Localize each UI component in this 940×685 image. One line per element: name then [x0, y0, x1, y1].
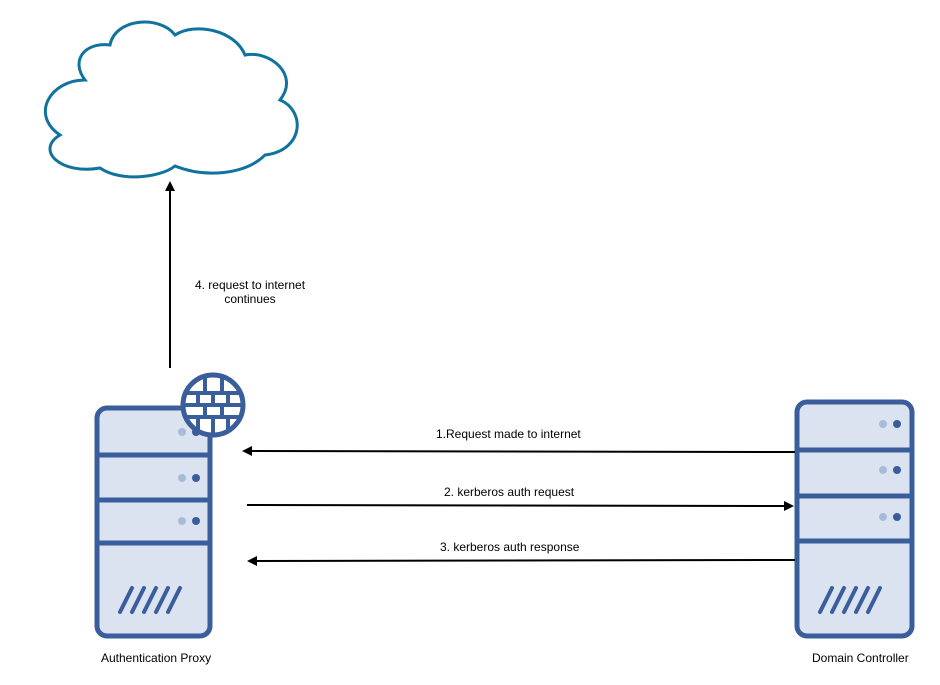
- arrow-step1: [242, 446, 796, 457]
- edge-label-step4-line1: 4. request to internet: [194, 278, 306, 292]
- edge-label-step4-line2: continues: [224, 292, 276, 306]
- edge-label-step3: 3. kerberos auth response: [440, 540, 580, 554]
- authentication-proxy-server-icon: [94, 405, 213, 639]
- arrow-step2: [246, 500, 794, 511]
- edge-label-step1: 1.Request made to internet: [436, 427, 581, 441]
- proxy-label: Authentication Proxy: [101, 651, 212, 665]
- domain-controller-label: Domain Controller: [812, 651, 909, 665]
- edge-label-step4: 4. request to internet continues: [175, 278, 325, 306]
- firewall-icon: [180, 372, 246, 438]
- arrow-step3: [247, 555, 796, 566]
- domain-controller-server-icon: [794, 399, 915, 639]
- edge-label-step2: 2. kerberos auth request: [444, 485, 575, 499]
- internet-cloud-icon: [43, 20, 299, 179]
